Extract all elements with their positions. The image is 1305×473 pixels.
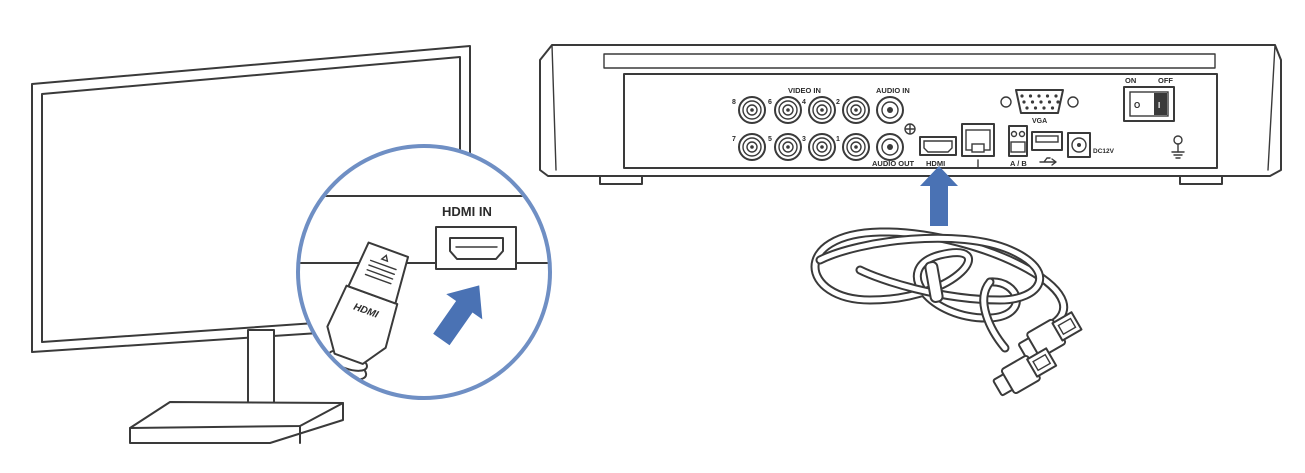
hdmi-plug-end [992,347,1058,397]
usb-port-icon [1031,131,1063,166]
hdmi-label: HDMI [926,159,945,168]
bnc-connector-icon: 5 [768,133,802,161]
hdmi-port-icon [435,226,517,270]
audio-out-label: AUDIO OUT [872,159,915,168]
bnc-connector-icon: 3 [802,133,836,161]
ab-label: A / B [1010,159,1027,168]
hdmi-in-callout: HDMI IN HDMI [296,144,552,400]
on-label: ON [1125,76,1136,85]
bnc-channel-number: 3 [802,136,806,143]
arrow-up-icon [433,285,483,346]
switch-o: O [1134,101,1140,110]
off-label: OFF [1158,76,1173,85]
bnc-connector-icon: 7 [732,133,766,161]
audio-out-connector [876,133,904,161]
callout-ring [296,144,552,400]
vga-label: VGA [1032,118,1047,125]
bnc-channel-number: 1 [836,136,840,143]
bnc-connector-icon: 4 [802,96,836,124]
rs485-terminal [1008,125,1028,157]
audio-in-label: AUDIO IN [876,86,910,95]
hdmi-cable [810,227,1083,397]
bnc-channel-number: 6 [768,99,772,106]
bnc-channel-number: 2 [836,99,840,106]
bnc-connectors: 8 6 4 2 7 5 3 1 [732,96,870,161]
ground-icon [1171,135,1185,159]
vga-port-icon [1000,89,1079,114]
ethernet-port-icon [961,123,995,169]
hdmi-in-label: HDMI IN [442,204,492,219]
switch-i: I [1158,101,1160,110]
power-label: DC12V [1093,148,1115,155]
power-switch-icon [1123,86,1175,122]
video-in-label: VIDEO IN [788,86,821,95]
dc-power-jack [1067,132,1091,158]
bnc-channel-number: 5 [768,136,772,143]
bnc-connector-icon: 8 [732,96,766,124]
bnc-connector-icon: 2 [836,96,870,124]
audio-in-connector [876,96,904,124]
arrow-up-icon [920,166,958,226]
bnc-connector-icon: 1 [836,133,870,161]
bnc-channel-number: 4 [802,99,806,106]
bnc-channel-number: 8 [732,99,736,106]
screw-icon [904,123,916,135]
dvr-hdmi-port-icon [919,136,957,156]
bnc-channel-number: 7 [732,136,736,143]
bnc-connector-icon: 6 [768,96,802,124]
hdmi-plug-end [1018,311,1083,360]
